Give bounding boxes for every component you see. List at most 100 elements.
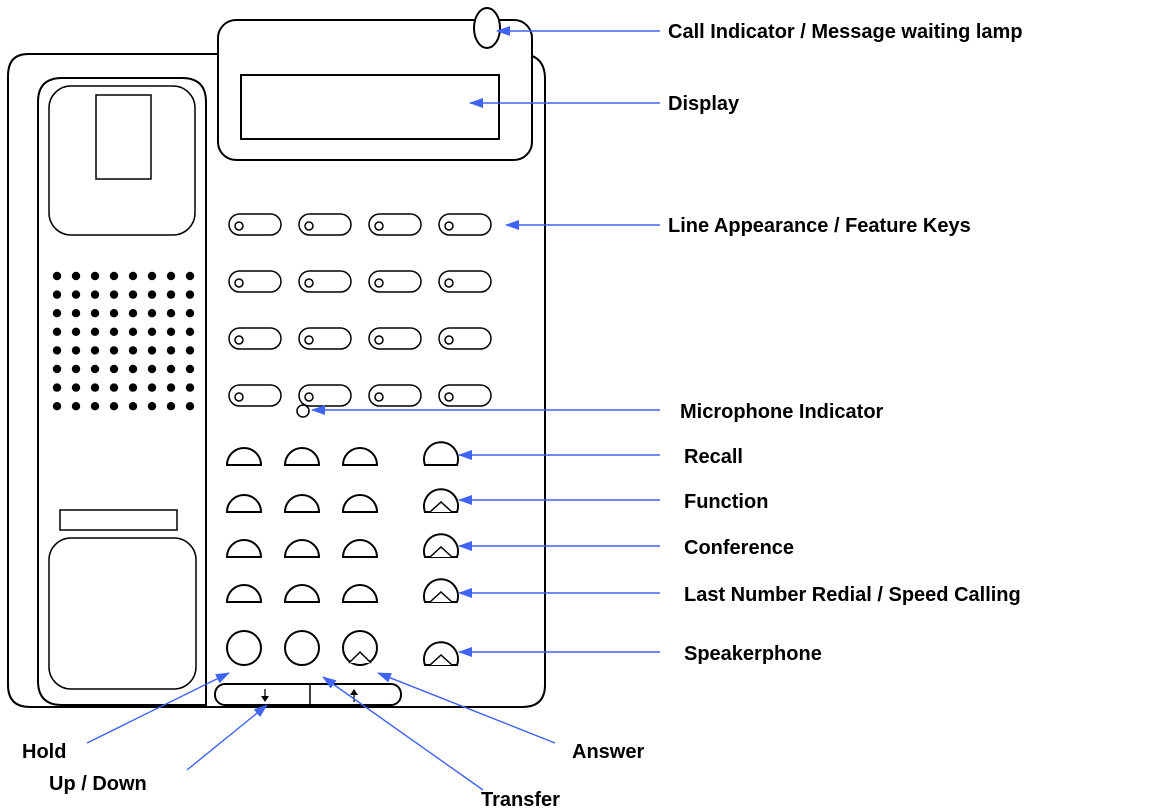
- dial-key[interactable]: [225, 447, 263, 466]
- dial-key[interactable]: [341, 539, 379, 558]
- line-key[interactable]: [228, 327, 282, 350]
- grill-hole: [185, 383, 195, 392]
- dial-key[interactable]: [283, 539, 321, 558]
- line-key-led: [444, 221, 454, 231]
- handset-slot: [59, 509, 178, 531]
- grill-hole: [52, 309, 62, 318]
- grill-hole: [128, 383, 138, 392]
- dial-key[interactable]: [225, 494, 263, 513]
- grill-hole: [90, 364, 100, 374]
- dial-key[interactable]: [225, 539, 263, 558]
- grill-hole: [90, 383, 100, 392]
- grill-hole: [52, 364, 62, 374]
- volume-bar: [214, 683, 402, 706]
- grill-hole: [52, 346, 62, 355]
- label-conference: Conference: [684, 537, 794, 559]
- label-answer: Answer: [572, 741, 644, 763]
- line-key[interactable]: [298, 213, 352, 236]
- line-key-led: [374, 221, 384, 231]
- arrow-down-icon[interactable]: [261, 689, 269, 702]
- dial-key[interactable]: [283, 494, 321, 513]
- grill-hole: [166, 402, 176, 411]
- conference-key[interactable]: [423, 533, 459, 558]
- grill-hole: [166, 271, 176, 281]
- line-key[interactable]: [298, 270, 352, 293]
- grill-hole: [128, 327, 138, 336]
- grill-hole: [90, 402, 100, 411]
- dial-pad: [225, 447, 379, 666]
- leader-transfer: [322, 676, 484, 791]
- line-key-led: [234, 278, 244, 288]
- line-key[interactable]: [368, 327, 422, 350]
- grill-hole: [166, 290, 176, 299]
- grill-hole: [147, 346, 157, 355]
- grill-hole: [128, 309, 138, 318]
- line-key[interactable]: [298, 327, 352, 350]
- speakerphone-key[interactable]: [423, 641, 459, 666]
- grill-hole: [185, 346, 195, 355]
- line-key[interactable]: [438, 270, 492, 293]
- label-recall: Recall: [684, 446, 743, 468]
- grill-hole: [71, 383, 81, 392]
- grill-hole: [71, 364, 81, 374]
- grill-hole: [109, 364, 119, 374]
- line-key[interactable]: [438, 213, 492, 236]
- line-key[interactable]: [368, 270, 422, 293]
- grill-hole: [185, 402, 195, 411]
- line-key-grid: [228, 213, 492, 407]
- handset-mouthpiece: [48, 537, 197, 690]
- recall-key[interactable]: [423, 441, 459, 466]
- grill-hole: [52, 402, 62, 411]
- arrow-up-icon[interactable]: [350, 689, 358, 702]
- grill-hole: [147, 364, 157, 374]
- function-key[interactable]: [423, 488, 459, 513]
- line-key-led: [374, 335, 384, 345]
- label-microphone: Microphone Indicator: [680, 401, 884, 423]
- line-key[interactable]: [228, 213, 282, 236]
- grill-hole: [71, 402, 81, 411]
- dial-key[interactable]: [283, 584, 321, 603]
- line-key-led: [304, 335, 314, 345]
- dial-key[interactable]: [341, 584, 379, 603]
- label-up-down: Up / Down: [49, 773, 147, 795]
- microphone-indicator: [296, 404, 310, 418]
- dial-key[interactable]: [225, 584, 263, 603]
- dial-key[interactable]: [283, 447, 321, 466]
- line-key[interactable]: [298, 384, 352, 407]
- grill-hole: [90, 327, 100, 336]
- redial-key[interactable]: [423, 578, 459, 603]
- grill-hole: [147, 327, 157, 336]
- grill-hole: [128, 364, 138, 374]
- label-redial: Last Number Redial / Speed Calling: [684, 584, 1021, 606]
- hook-switch: [95, 94, 152, 180]
- line-key[interactable]: [368, 384, 422, 407]
- dial-key[interactable]: [341, 447, 379, 466]
- line-key-led: [444, 335, 454, 345]
- transfer-key[interactable]: [284, 630, 320, 666]
- line-key[interactable]: [438, 384, 492, 407]
- grill-hole: [109, 309, 119, 318]
- line-key-led: [234, 392, 244, 402]
- line-key[interactable]: [228, 384, 282, 407]
- grill-hole: [166, 364, 176, 374]
- grill-hole: [109, 290, 119, 299]
- line-key[interactable]: [228, 270, 282, 293]
- dial-key[interactable]: [341, 494, 379, 513]
- line-key-led: [234, 221, 244, 231]
- line-key[interactable]: [438, 327, 492, 350]
- grill-hole: [52, 290, 62, 299]
- function-key-column: [423, 441, 459, 666]
- answer-key[interactable]: [342, 630, 378, 666]
- line-key-led: [304, 392, 314, 402]
- grill-hole: [109, 327, 119, 336]
- line-key-led: [234, 335, 244, 345]
- line-key[interactable]: [368, 213, 422, 236]
- label-hold: Hold: [22, 741, 66, 763]
- grill-hole: [71, 346, 81, 355]
- grill-hole: [185, 327, 195, 336]
- hold-key[interactable]: [226, 630, 262, 666]
- grill-hole: [109, 271, 119, 281]
- grill-hole: [166, 309, 176, 318]
- leader-hold: [86, 672, 230, 744]
